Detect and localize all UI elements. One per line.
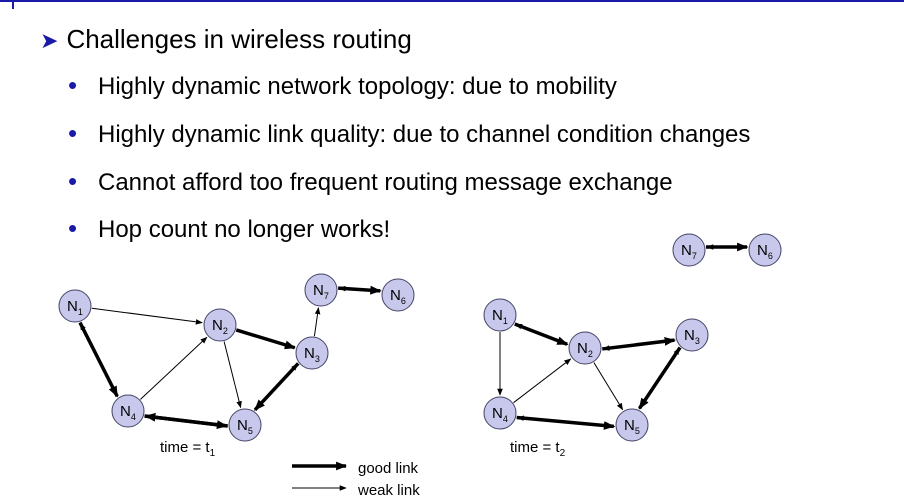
node-t1-n3: N3: [295, 336, 329, 370]
node-label: N5: [624, 417, 640, 436]
node-label: N6: [757, 242, 773, 261]
node-circle: [748, 233, 782, 267]
weak-link-t2-n2-n1: [515, 323, 569, 346]
node-t1-n6: N6: [381, 278, 415, 312]
weak-link-t2-n4-n2: [513, 358, 572, 404]
node-circle: [304, 273, 338, 307]
node-label: N6: [390, 287, 406, 306]
weak-link-t1-n3-n7: [313, 307, 321, 337]
node-circle: [568, 331, 602, 365]
node-circle: [203, 308, 237, 342]
node-label: N3: [304, 345, 320, 364]
weak-link-t2-n5-n3: [638, 347, 680, 410]
node-t2-n5: N5: [615, 408, 649, 442]
node-circle: [483, 396, 517, 430]
node-label: N1: [492, 307, 508, 326]
bullet-item-4: • Hop count no longer works!: [68, 213, 390, 244]
bullet-item-3: • Cannot afford too frequent routing mess…: [68, 166, 673, 197]
bullet-text: Hop count no longer works!: [98, 216, 391, 243]
weak-link-t2-n3-n2: [602, 339, 676, 351]
bullet-dot-icon: •: [68, 213, 78, 243]
weak-link-t2-n2-n5: [593, 362, 624, 411]
corner-tick: [12, 0, 14, 9]
node-circle: [228, 408, 262, 442]
bullet-text: Highly dynamic network topology: due to …: [98, 73, 617, 100]
good-link-t1-n2-n3: [235, 328, 296, 350]
bullet-item-2: • Highly dynamic link quality: due to cha…: [68, 118, 750, 149]
node-circle: [615, 408, 649, 442]
weak-link-t1-n6-n7: [338, 285, 382, 292]
node-t2-n1: N1: [483, 298, 517, 332]
node-circle: [483, 298, 517, 332]
node-t2-n7: N7: [672, 233, 706, 267]
node-circle: [672, 233, 706, 267]
node-label: N7: [313, 282, 329, 301]
node-label: N4: [492, 405, 508, 424]
weak-link-t1-n2-n5: [223, 341, 242, 409]
node-label: N4: [120, 403, 136, 422]
node-label: N1: [67, 298, 83, 317]
node-circle: [675, 318, 709, 352]
bullet-dot-icon: •: [68, 118, 78, 148]
node-t1-n4: N4: [111, 394, 145, 428]
node-t1-n1: N1: [58, 289, 92, 323]
node-t2-n4: N4: [483, 396, 517, 430]
node-t1-n2: N2: [203, 308, 237, 342]
weak-link-t1-n5-n3: [254, 363, 299, 411]
heading-text: Challenges in wireless routing: [66, 24, 412, 54]
node-label: N7: [681, 242, 697, 261]
node-t2-n3: N3: [675, 318, 709, 352]
bullet-text: Highly dynamic link quality: due to chan…: [98, 121, 751, 148]
node-label: N3: [684, 327, 700, 346]
weak-link-t1-n1-n2: [91, 307, 203, 325]
node-t1-n5: N5: [228, 408, 262, 442]
node-t2-n2: N2: [568, 331, 602, 365]
caption-t1: time = t1: [160, 439, 216, 459]
bullet-text: Cannot afford too frequent routing messa…: [98, 169, 673, 196]
node-label: N2: [212, 317, 228, 336]
title-rule: [0, 0, 904, 2]
bullet-dot-icon: •: [68, 70, 78, 100]
weak-link-t1-n4-n2: [140, 336, 208, 400]
bullet-dot-icon: •: [68, 166, 78, 196]
legend-good-link-label: good link: [358, 460, 419, 477]
slide-heading: ➤ Challenges in wireless routing: [40, 24, 412, 55]
arrow-bullet-icon: ➤: [40, 28, 59, 53]
node-circle: [58, 289, 92, 323]
bullet-item-1: • Highly dynamic network topology: due to…: [68, 70, 617, 101]
links-layer: [78, 242, 749, 430]
legend-weak-link-label: weak link: [357, 482, 420, 497]
node-circle: [111, 394, 145, 428]
node-circle: [295, 336, 329, 370]
node-label: N5: [237, 417, 253, 436]
node-t2-n6: N6: [748, 233, 782, 267]
good-link-t1-n5-n4: [144, 412, 228, 428]
weak-link-t1-n4-n1: [79, 322, 119, 398]
node-t1-n7: N7: [304, 273, 338, 307]
caption-t2: time = t2: [510, 439, 566, 459]
weak-link-t2-n5-n4: [516, 415, 615, 427]
node-label: N2: [577, 340, 593, 359]
node-circle: [381, 278, 415, 312]
